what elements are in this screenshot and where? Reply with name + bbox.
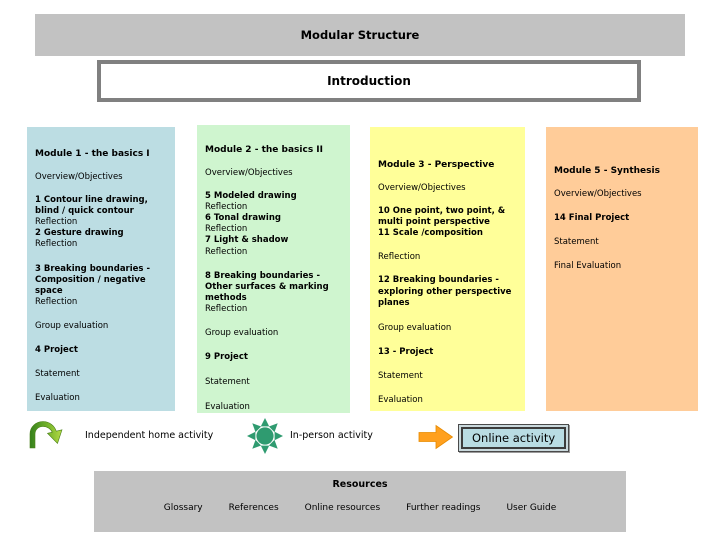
slide-title-bar: Modular Structure: [35, 14, 685, 56]
module-title: Module 5 - Synthesis: [554, 166, 660, 176]
online-activity-label: Online activity: [461, 427, 567, 449]
online-activity-button[interactable]: Online activity: [458, 424, 570, 452]
module-item: Overview/Objectives: [205, 168, 293, 179]
curved-arrow-icon: [27, 419, 65, 451]
module-item: 8 Breaking boundaries - Other surfaces &…: [205, 270, 329, 303]
module-title: Module 1 - the basics I: [35, 149, 150, 159]
resources-title: Resources: [332, 479, 388, 490]
module-item: 2 Gesture drawing: [35, 228, 124, 239]
module-column-1: Module 1 - the basics I Overview/Objectiv…: [27, 127, 175, 411]
resources-links: Glossary References Online resources Furthe…: [94, 503, 626, 513]
introduction-label: Introduction: [327, 74, 411, 88]
module-item: Reflection: [205, 224, 248, 235]
resources-bar: Resources Glossary References Online resou…: [94, 471, 626, 532]
module-item: Group evaluation: [35, 320, 109, 331]
module-item: Group evaluation: [378, 322, 452, 333]
module-item: 7 Light & shadow: [205, 235, 289, 246]
module-item: Statement: [205, 376, 250, 387]
sun-icon: [246, 417, 284, 455]
module-item: Evaluation: [378, 394, 423, 405]
footer-link-references[interactable]: References: [228, 503, 279, 513]
module-item: Statement: [554, 237, 599, 248]
footer-link-online-resources[interactable]: Online resources: [304, 503, 381, 513]
module-item: Final Evaluation: [554, 261, 622, 272]
module-item: Reflection: [205, 303, 248, 314]
module-item: 4 Project: [35, 344, 78, 355]
module-title: Module 3 - Perspective: [378, 160, 495, 170]
module-item: Reflection: [35, 217, 78, 228]
slide-title: Modular Structure: [300, 28, 420, 42]
footer-link-further-readings[interactable]: Further readings: [406, 503, 481, 513]
right-arrow-icon: [418, 424, 454, 450]
module-item: Evaluation: [205, 401, 250, 412]
module-item: Overview/Objectives: [378, 183, 466, 194]
module-item: 12 Breaking boundaries - exploring other…: [378, 275, 512, 308]
module-item: 6 Tonal drawing: [205, 213, 281, 224]
module-item: 1 Contour line drawing, blind / quick co…: [35, 195, 148, 217]
module-title: Module 2 - the basics II: [205, 145, 324, 155]
footer-link-glossary[interactable]: Glossary: [163, 503, 203, 513]
module-item: Reflection: [378, 252, 421, 263]
module-item: 5 Modeled drawing: [205, 191, 297, 202]
module-item: Statement: [35, 368, 80, 379]
module-item: 13 - Project: [378, 346, 434, 357]
module-item: Reflection: [35, 296, 78, 307]
footer-link-user-guide[interactable]: User Guide: [506, 503, 557, 513]
module-item: Reflection: [205, 246, 248, 257]
module-item: 10 One point, two point, & multi point p…: [378, 206, 506, 228]
module-item: Overview/Objectives: [35, 172, 123, 183]
module-item: Reflection: [205, 202, 248, 213]
module-item: 9 Project: [205, 351, 248, 362]
module-item: 3 Breaking boundaries - Composition / ne…: [35, 263, 150, 296]
legend-label-in-person: In-person activity: [290, 430, 373, 441]
module-item: Group evaluation: [205, 327, 279, 338]
module-item: 14 Final Project: [554, 213, 630, 224]
module-item: Evaluation: [35, 392, 80, 403]
legend-label-independent: Independent home activity: [85, 430, 214, 441]
module-item: Statement: [378, 370, 423, 381]
module-item: 11 Scale /composition: [378, 228, 483, 239]
introduction-box[interactable]: Introduction: [97, 60, 641, 102]
module-item: Overview/Objectives: [554, 189, 642, 200]
module-column-2: Module 2 - the basics II Overview/Objecti…: [197, 125, 350, 413]
module-item: Reflection: [35, 239, 78, 250]
